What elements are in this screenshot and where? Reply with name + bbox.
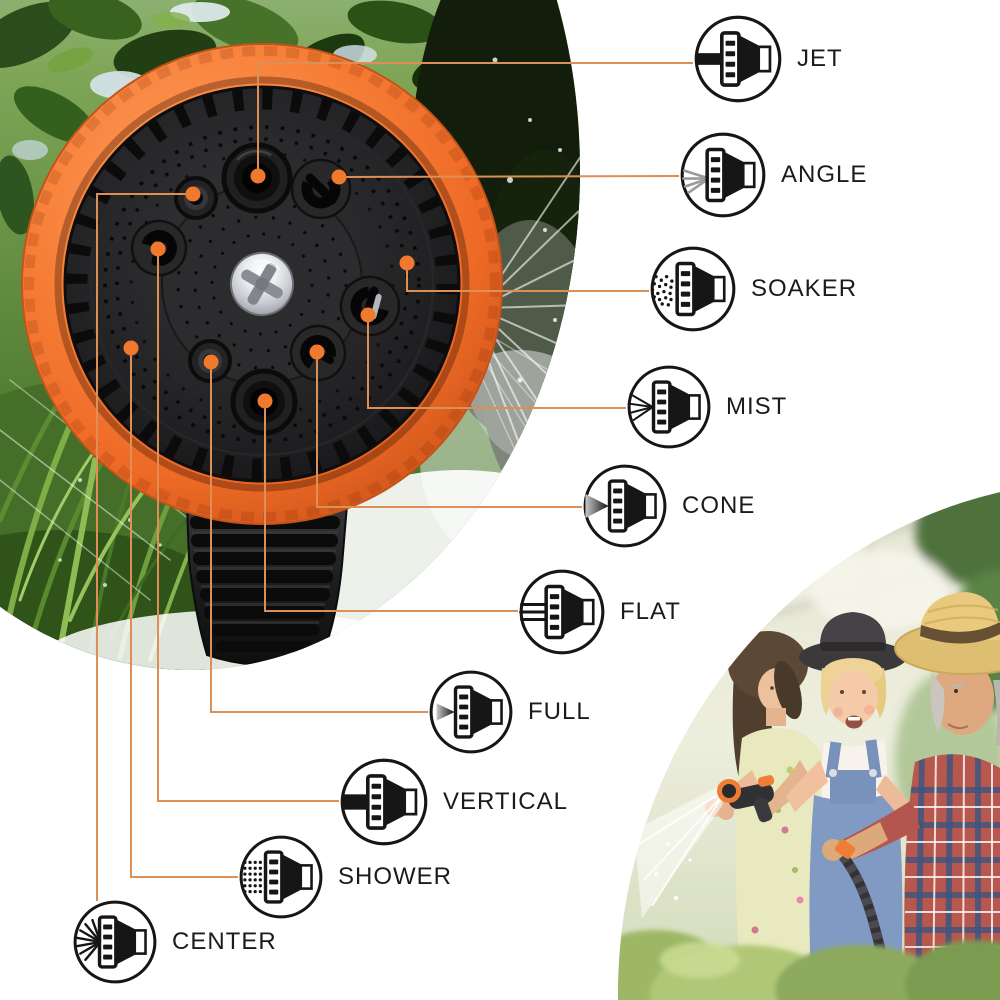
callout-label-vertical: VERTICAL xyxy=(443,788,568,815)
family-photo-illustration xyxy=(618,480,1000,1000)
callout-dot-flat xyxy=(257,393,273,409)
spray-pattern-icon-shower xyxy=(239,835,323,919)
leader-line-soaker xyxy=(406,263,649,292)
angle-opening xyxy=(290,158,352,220)
leader-line-mist xyxy=(367,315,626,409)
callout-vertical: VERTICAL xyxy=(339,757,568,847)
spray-pattern-icon-full xyxy=(429,670,513,754)
spray-pattern-icon-angle xyxy=(680,132,766,218)
callout-label-full: FULL xyxy=(528,698,591,725)
callout-dot-soaker xyxy=(399,255,415,271)
callout-label-mist: MIST xyxy=(726,393,788,420)
callout-label-jet: JET xyxy=(797,45,843,72)
center-screw xyxy=(230,252,294,316)
callout-label-center: CENTER xyxy=(172,928,277,955)
family-watering-photo xyxy=(618,480,1000,1000)
leader-line-cone xyxy=(316,352,582,508)
callout-label-soaker: SOAKER xyxy=(751,275,858,302)
callout-dot-angle xyxy=(331,169,347,185)
dial-spokes xyxy=(66,88,458,480)
callout-dot-vertical xyxy=(150,241,166,257)
callout-dot-center xyxy=(185,186,201,202)
callout-cone: CONE xyxy=(582,463,755,549)
hose-nozzle-in-photo xyxy=(634,775,897,1000)
callout-dot-full xyxy=(203,354,219,370)
leader-line-center xyxy=(96,193,193,901)
spray-pattern-icon-jet xyxy=(694,15,782,103)
spray-pattern-icon-vertical xyxy=(340,758,428,846)
leader-line-jet xyxy=(257,62,693,176)
callout-label-flat: FLAT xyxy=(620,598,681,625)
leader-line-angle xyxy=(338,175,680,178)
hole-ring-outer xyxy=(103,125,421,443)
leader-line-flat xyxy=(264,401,518,612)
leader-line-full xyxy=(210,362,428,713)
callout-soaker: SOAKER xyxy=(649,245,857,333)
callout-dot-jet xyxy=(250,168,266,184)
callout-dot-mist xyxy=(360,307,376,323)
callout-label-angle: ANGLE xyxy=(781,161,868,188)
callout-jet: JET xyxy=(693,14,843,104)
leader-line-shower xyxy=(130,348,238,878)
callout-shower: SHOWER xyxy=(238,834,452,920)
spray-pattern-icon-mist xyxy=(627,365,711,449)
callout-label-cone: CONE xyxy=(682,492,756,519)
callout-full: FULL xyxy=(428,669,591,755)
callout-flat: FLAT xyxy=(518,568,681,656)
callout-dot-cone xyxy=(309,344,325,360)
callout-mist: MIST xyxy=(626,364,787,450)
hole-ring xyxy=(115,137,409,431)
callout-dot-shower xyxy=(123,340,139,356)
foreground-plants xyxy=(618,930,1000,1000)
spray-pattern-icon-soaker xyxy=(650,246,736,332)
spray-pattern-icon-flat xyxy=(519,569,605,655)
callout-label-shower: SHOWER xyxy=(338,863,452,890)
spray-pattern-icon-center xyxy=(73,900,157,984)
callout-angle: ANGLE xyxy=(679,131,867,219)
spray-pattern-icon-cone xyxy=(583,464,667,548)
callout-center: CENTER xyxy=(72,899,277,985)
leader-line-vertical xyxy=(157,249,339,802)
